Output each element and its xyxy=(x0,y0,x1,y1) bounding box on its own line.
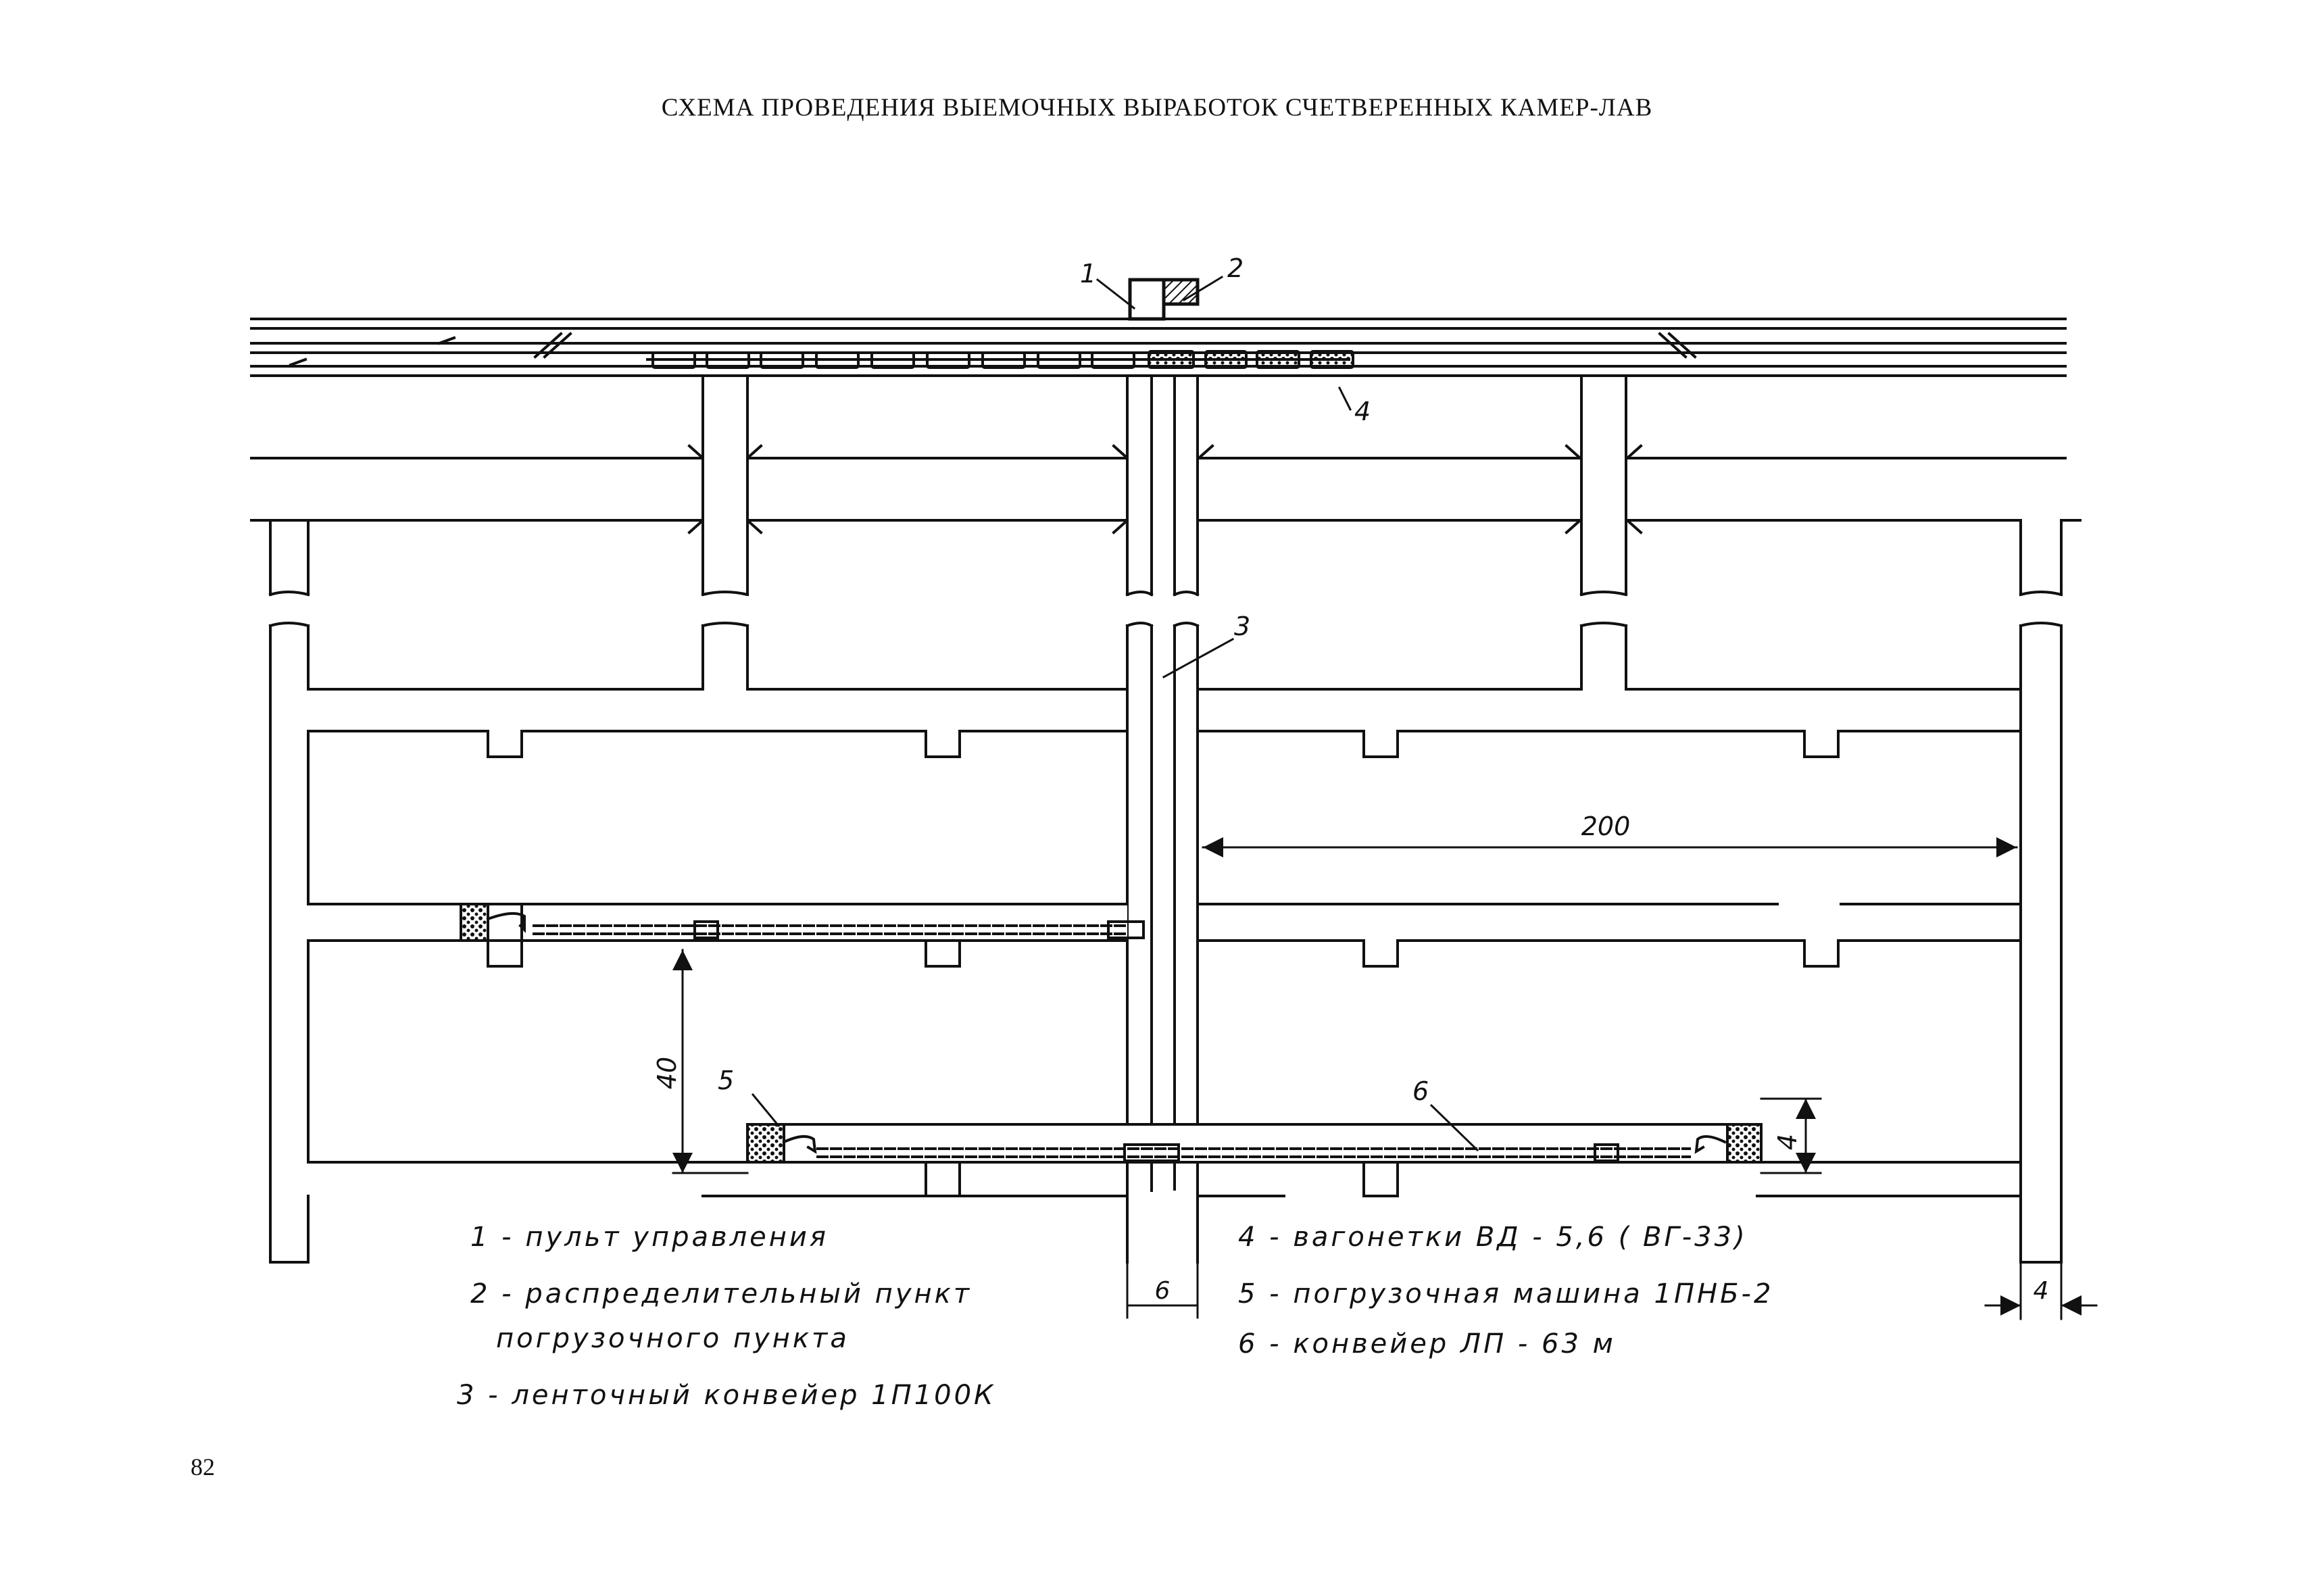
diagram-title: СХЕМА ПРОВЕДЕНИЯ ВЫЕМОЧНЫХ ВЫРАБОТОК СЧЕ… xyxy=(661,94,1653,122)
dimension-6: 6 xyxy=(1155,1277,1171,1305)
legend-item-1: 1 - пульт управления xyxy=(470,1222,829,1253)
gallery-upper xyxy=(250,519,2082,597)
callout-4: 4 xyxy=(1354,397,1371,426)
legend-item-2-continued: погрузочного пункта xyxy=(496,1323,850,1354)
chamber-face-upper xyxy=(460,903,1145,968)
callout-labels: 1 2 3 4 5 6 xyxy=(718,253,1429,1106)
callout-2: 2 xyxy=(1227,253,1244,283)
legend-item-3: 3 - ленточный конвейер 1П100К xyxy=(457,1380,996,1411)
callout-1: 1 xyxy=(1080,259,1096,289)
dimension-40: 40 xyxy=(652,1057,682,1089)
legend-item-5: 5 - погрузочная машина 1ПНБ-2 xyxy=(1238,1278,1774,1310)
callout-3: 3 xyxy=(1234,612,1250,641)
callout-6: 6 xyxy=(1412,1076,1429,1106)
dimension-4-face: 4 xyxy=(1773,1134,1802,1150)
dimension-200: 200 xyxy=(1581,812,1631,841)
callout-leaders xyxy=(751,275,1479,1152)
legend-item-2: 2 - распределительный пункт xyxy=(470,1278,973,1310)
page-number: 82 xyxy=(191,1453,215,1480)
chamber-face-lower xyxy=(746,1123,1763,1197)
dimension-4-pillar: 4 xyxy=(2034,1277,2049,1305)
distribution-point xyxy=(1162,278,1200,306)
dimension-lines xyxy=(672,837,2098,1320)
callout-5: 5 xyxy=(718,1066,734,1095)
panel-rows xyxy=(268,622,2063,1264)
mine-car-train xyxy=(646,350,1354,369)
haulage-tracks xyxy=(250,318,2067,377)
legend-item-6: 6 - конвейер ЛП - 63 м xyxy=(1238,1328,1616,1360)
legend-item-4: 4 - вагонетки ВД - 5,6 ( ВГ-33) xyxy=(1238,1222,1748,1253)
connecting-roadways xyxy=(701,374,1627,596)
dimension-labels: 200 40 4 6 4 xyxy=(652,812,2048,1305)
ventilation-drift xyxy=(250,444,2067,534)
control-desk xyxy=(1128,278,1166,321)
